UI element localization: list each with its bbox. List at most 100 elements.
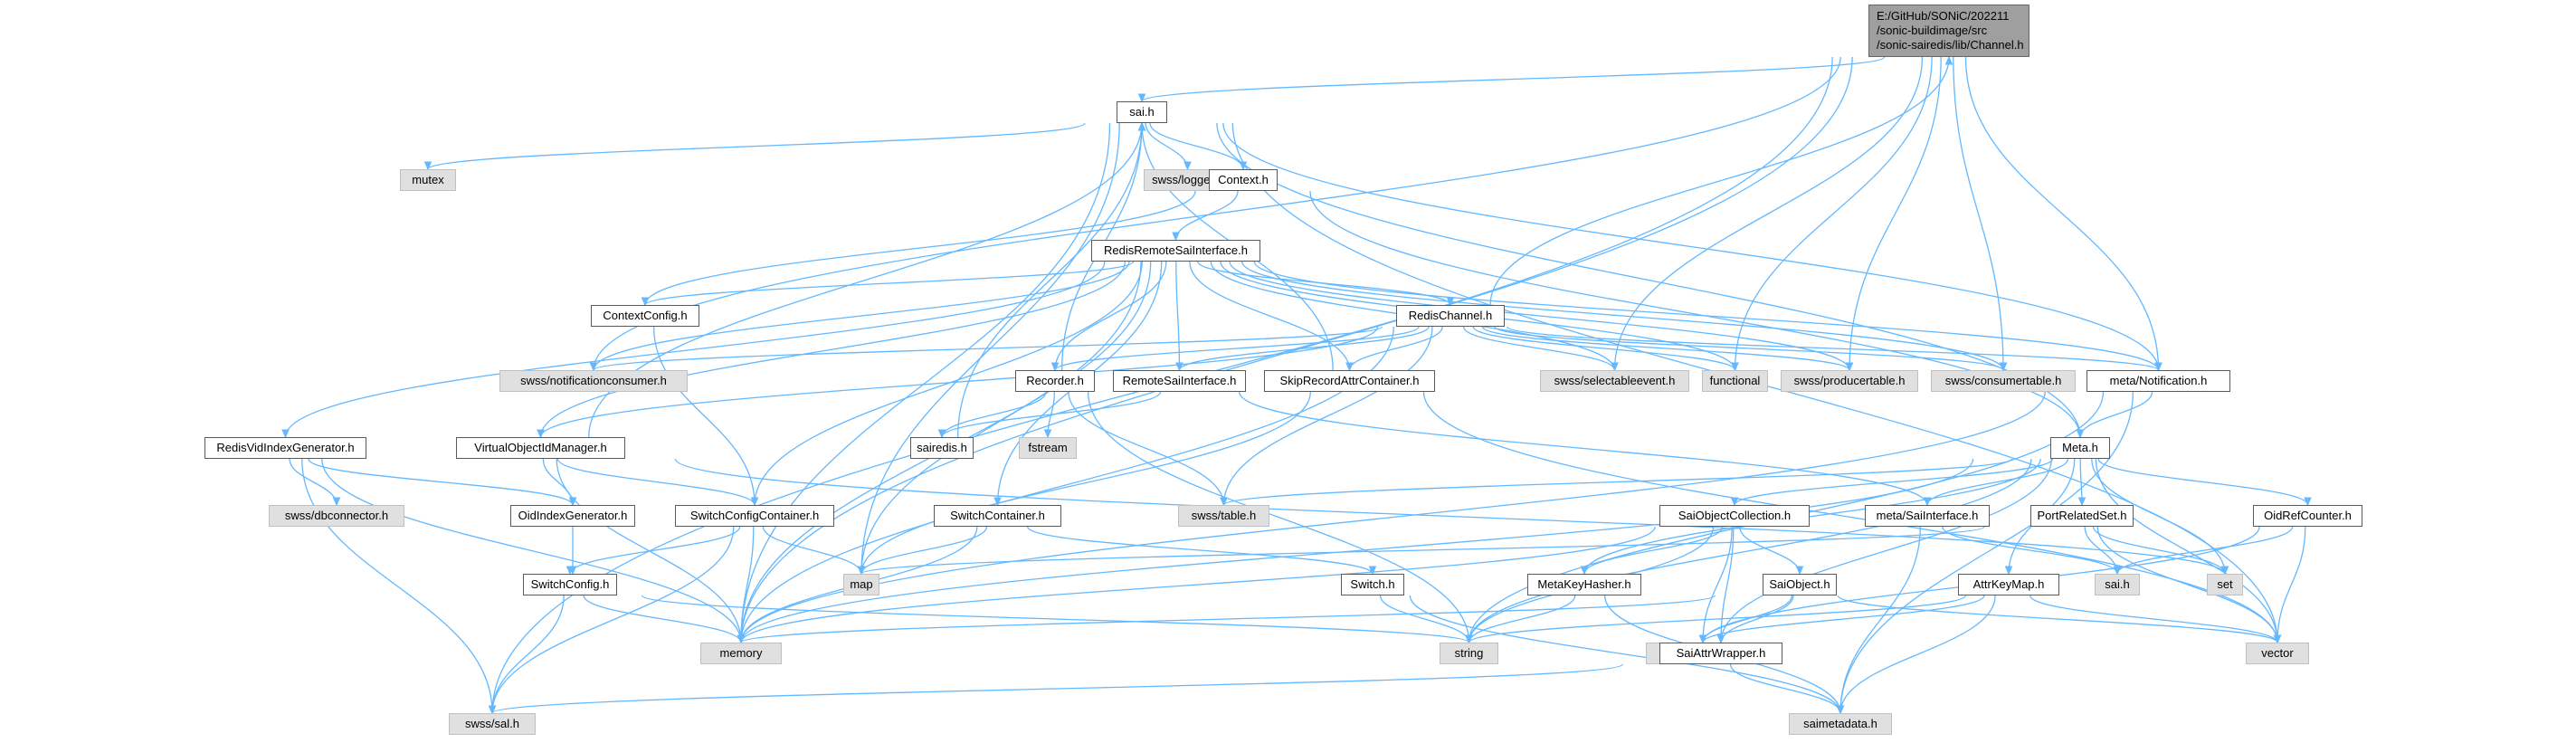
node-metakeyhasher-h[interactable]: MetaKeyHasher.h [1527, 574, 1641, 595]
edge-switch_cfg_cont-to-memory [740, 526, 755, 643]
edge-sai_obj_coll-to-meta_key [1583, 526, 1724, 575]
node-meta-notification-h[interactable]: meta/Notification.h [2086, 370, 2230, 392]
edge-arrow [1795, 566, 1804, 576]
node-redisvidindexgenerator-h[interactable]: RedisVidIndexGenerator.h [204, 437, 366, 459]
edge-oid_ref-to-sai_hh [2116, 526, 2294, 575]
edge-arrow [1043, 429, 1052, 439]
edge-sai_object-to-vector [1837, 595, 2278, 643]
edge-redis_channel-to-functional [1472, 326, 1736, 371]
edge-arrow [641, 297, 650, 307]
edge-sai_obj_coll-to-unordered_map [1702, 526, 1733, 643]
edge-vobj-to-set [674, 458, 2226, 575]
edge-arrow [1137, 93, 1146, 103]
edge-meta_h-to-vector [2095, 458, 2278, 643]
edge-sairedis-to-sai_h [957, 122, 1143, 438]
edge-arrow [2304, 497, 2312, 507]
edge-channel-to-sai_h [1141, 56, 1886, 102]
edge-meta_h-to-meta_key [1583, 458, 2041, 575]
node-switchconfigcontainer-h[interactable]: SwitchConfigContainer.h [675, 505, 834, 527]
edge-arrow [589, 362, 598, 372]
node-redischannel-h[interactable]: RedisChannel.h [1396, 305, 1505, 327]
edge-meta_h-to-oid_ref [2097, 458, 2309, 506]
edge-redis_vid-to-memory [321, 458, 742, 643]
edge-meta_notif-to-memory [740, 391, 2046, 643]
node-attrkeymap-h[interactable]: AttrKeyMap.h [1958, 574, 2059, 595]
node-swss-dbconnector-h: swss/dbconnector.h [269, 505, 404, 527]
edge-channel-to-swss_consumer [1953, 56, 2004, 371]
node-context-h[interactable]: Context.h [1209, 169, 1278, 191]
edge-meta_h-to-string [1468, 458, 2032, 643]
edge-arrow [1050, 362, 1060, 372]
edge-remote_sai-to-meta_sai [1238, 391, 1928, 506]
edge-arrow [1345, 362, 1354, 372]
edge-arrow [937, 429, 946, 439]
node-channel-h[interactable]: E:/GitHub/SONiC/202211/sonic-buildimage/… [1868, 5, 2029, 57]
node-skiprecordattrcontainer-h[interactable]: SkipRecordAttrContainer.h [1264, 370, 1435, 392]
node-contextconfig-h[interactable]: ContextConfig.h [591, 305, 699, 327]
edge-vobj-to-switch_cfg_cont [556, 458, 756, 506]
edge-meta_h-to-memory [740, 458, 1974, 643]
edge-meta_key-to-string [1468, 595, 1576, 643]
edge-arrow [1183, 161, 1192, 171]
edge-redis_channel-to-meta_notif [1506, 326, 2160, 371]
edge-switch_cfg-to-string [641, 595, 1470, 643]
edge-port_related-to-vector [2096, 526, 2278, 643]
node-remotesaiinterface-h[interactable]: RemoteSaiInterface.h [1113, 370, 1246, 392]
edge-redis_channel-to-channel [1489, 56, 1950, 306]
node-portrelatedset-h[interactable]: PortRelatedSet.h [2030, 505, 2134, 527]
node-sairedis-h[interactable]: sairedis.h [910, 437, 974, 459]
node-oidindexgenerator-h[interactable]: OidIndexGenerator.h [510, 505, 635, 527]
edge-sai_h-to-mutex [427, 122, 1086, 170]
edge-arrow [488, 705, 497, 715]
edge-oid_ref-to-vector [2277, 526, 2306, 643]
node-map: map [843, 574, 879, 595]
edge-sai_obj_coll-to-sai_object [1739, 526, 1801, 575]
edge-rrsi-to-remote_sai [1175, 261, 1181, 371]
node-oidrefcounter-h[interactable]: OidRefCounter.h [2253, 505, 2362, 527]
node-redisremotesaiinterface-h[interactable]: RedisRemoteSaiInterface.h [1091, 240, 1260, 262]
edge-arrow [1836, 705, 1845, 715]
edge-attr_keymap-to-saimetadata [1839, 595, 1996, 714]
edge-arrow [332, 497, 341, 507]
edge-redis_channel-to-swss_consumer [1494, 326, 2004, 371]
edge-redis_vid-to-swss_dbconn [289, 458, 337, 506]
node-switchcontainer-h[interactable]: SwitchContainer.h [934, 505, 1061, 527]
edge-meta_notif-to-meta_h [2079, 391, 2153, 438]
node-swss-table-h: swss/table.h [1178, 505, 1269, 527]
node-switch-h[interactable]: Switch.h [1341, 574, 1404, 595]
edge-sai_h-to-memory [740, 122, 1111, 643]
node-saiobjectcollection-h[interactable]: SaiObjectCollection.h [1659, 505, 1810, 527]
node-swss-notificationconsumer-h: swss/notificationconsumer.h [499, 370, 688, 392]
node-switchconfig-h[interactable]: SwitchConfig.h [523, 574, 617, 595]
edge-channel-to-meta_notif [1964, 56, 2160, 371]
edge-arrow [2076, 429, 2085, 439]
edge-switch_cont-to-map [860, 526, 988, 575]
edge-rrsi-to-skip_record [1189, 261, 1351, 371]
node-vector: vector [2246, 643, 2309, 664]
edge-recorder-to-string [1087, 391, 1470, 643]
node-recorder-h[interactable]: Recorder.h [1015, 370, 1095, 392]
node-saiobject-h[interactable]: SaiObject.h [1763, 574, 1837, 595]
edge-redis_channel-to-swss_notif [593, 326, 1383, 371]
edge-arrow [1845, 362, 1854, 372]
edge-arrow [1730, 497, 1739, 507]
node-swss-selectableevent-h: swss/selectableevent.h [1540, 370, 1689, 392]
edge-arrow [993, 497, 1002, 507]
node-saiattrwrapper-h[interactable]: SaiAttrWrapper.h [1659, 643, 1782, 664]
edge-attr_keymap-to-unordered_map [1702, 595, 1985, 643]
node-virtualobjectidmanager-h[interactable]: VirtualObjectIdManager.h [456, 437, 625, 459]
edge-arrow [537, 429, 545, 439]
node-set: set [2207, 574, 2243, 595]
node-meta-h[interactable]: Meta.h [2050, 437, 2110, 459]
edge-remote_sai-to-sairedis [941, 391, 1162, 438]
edge-rrsi-to-vobj [539, 261, 1126, 438]
edge-arrow [1137, 121, 1146, 131]
node-sai-h[interactable]: sai.h [1117, 101, 1167, 123]
edge-sai_obj_coll-to-memory [740, 526, 1656, 643]
node-meta-saiinterface-h[interactable]: meta/SaiInterface.h [1865, 505, 1990, 527]
edge-arrow [2154, 362, 2163, 372]
edge-redis_vid-to-oid_index [308, 458, 574, 506]
edge-arrow [750, 497, 759, 507]
edge-arrow [281, 429, 290, 439]
